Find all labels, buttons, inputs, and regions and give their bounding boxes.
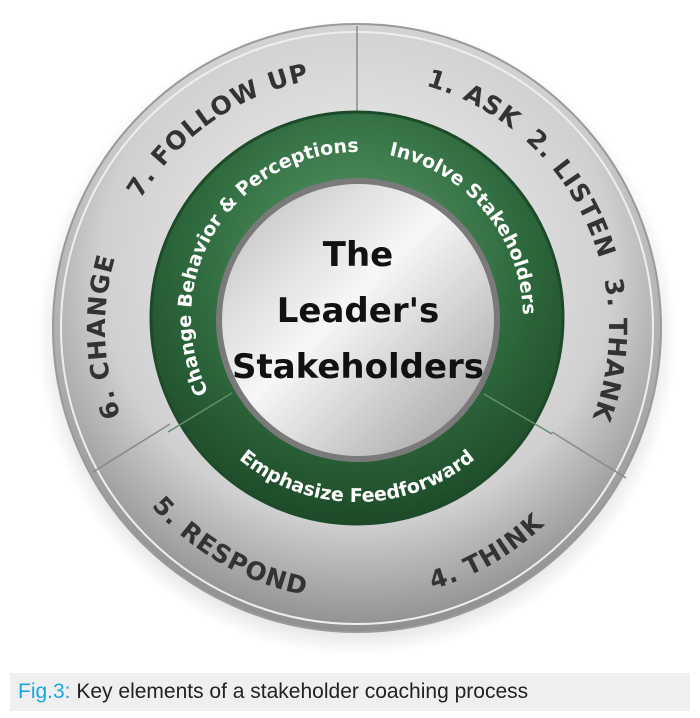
green-dividers (167, 392, 553, 435)
figure-caption: Fig.3: Key elements of a stakeholder coa… (10, 673, 690, 711)
divider-thank-think (551, 431, 627, 479)
center-disc (222, 184, 494, 456)
caption-text: Key elements of a stakeholder coaching p… (70, 680, 529, 703)
divider-change-respond (92, 423, 171, 473)
outer-dividers (92, 26, 627, 479)
center-line-3: Stakeholders (232, 347, 484, 387)
center-line-1: The (323, 235, 393, 275)
center-line-2: Leader's (277, 291, 439, 331)
divider-change-feedforward (167, 392, 233, 433)
figure-number: Fig.3: (18, 680, 71, 703)
divider-involve-feedforward (483, 393, 553, 435)
